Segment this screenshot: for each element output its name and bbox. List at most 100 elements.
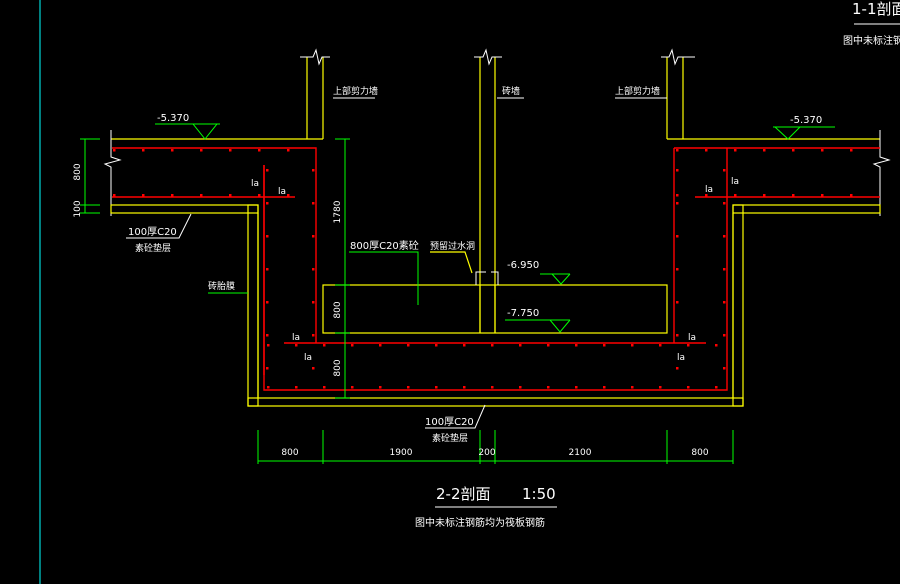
label-upper-shear-wall-left: 上部剪力墙: [333, 85, 378, 97]
rebar-dot: [575, 344, 578, 347]
label-fill-concrete: 800厚C20素砼: [350, 239, 419, 252]
rebar-dot: [312, 367, 315, 370]
scale-label: 1:50: [522, 485, 556, 503]
rebar-dot: [229, 149, 232, 152]
rebar-dot: [266, 202, 269, 205]
pit-outline: [257, 213, 734, 398]
rebar-dot: [676, 235, 679, 238]
rebar-dot: [407, 344, 410, 347]
rebar-dot: [295, 344, 298, 347]
rebar-dot: [547, 344, 550, 347]
rebar-dot: [266, 268, 269, 271]
rebar-dot: [312, 301, 315, 304]
rebar-dot: [463, 344, 466, 347]
rebar-dot: [312, 169, 315, 172]
label-brick-mold: 砖胎膜: [208, 280, 235, 292]
drain-hole: [475, 271, 499, 285]
elev-right: -5.370: [790, 115, 822, 126]
rebar-dot: [519, 344, 522, 347]
rebar-dot: [142, 194, 145, 197]
dim-2100: 2100: [569, 448, 592, 458]
rebar: [112, 147, 880, 391]
label-la: la: [731, 177, 739, 187]
section-note: 图中未标注钢筋均为筏板钢筋: [415, 516, 545, 529]
label-la: la: [688, 333, 696, 343]
rebar-dot: [659, 386, 662, 389]
rebar-dot: [258, 149, 261, 152]
rebar-dot: [676, 169, 679, 172]
rebar-dot: [312, 334, 315, 337]
rebar-dot: [295, 386, 298, 389]
upper-walls: [300, 48, 695, 333]
rebar-dot: [171, 149, 174, 152]
rebar-dot: [676, 367, 679, 370]
left-cushion: [110, 204, 259, 214]
rebar-dot: [435, 386, 438, 389]
rebar-dot: [723, 202, 726, 205]
dim-200: 200: [478, 448, 495, 458]
rebar-dot: [763, 149, 766, 152]
label-drain-hole: 预留过水洞: [430, 240, 475, 252]
dim-fill-800: 800: [333, 301, 343, 318]
rebar-dot: [266, 169, 269, 172]
dim-800-left: 800: [281, 448, 298, 458]
rebar-dot: [715, 344, 718, 347]
rebar-dot: [407, 386, 410, 389]
rebar-dot: [200, 194, 203, 197]
rebar-dot: [850, 194, 853, 197]
dim-left-slab: 800: [73, 163, 83, 180]
section-note-1-1: 图中未标注钢筋: [843, 34, 900, 47]
rebar-dot: [705, 149, 708, 152]
dimension-lines: [80, 97, 835, 464]
rebar-dot: [266, 301, 269, 304]
elev-bottom: -7.750: [507, 308, 539, 319]
rebar-dot: [200, 149, 203, 152]
rebar-dot: [631, 386, 634, 389]
left-brick-mold: [247, 204, 259, 407]
label-la: la: [304, 353, 312, 363]
rebar-dot: [287, 149, 290, 152]
rebar-dot: [142, 149, 145, 152]
rebar-dot: [379, 386, 382, 389]
rebar-dot: [676, 149, 679, 152]
rebar-dot: [734, 194, 737, 197]
rebar-dot: [491, 386, 494, 389]
label-cushion-bottom-1: 100厚C20: [425, 416, 474, 428]
rebar-dot: [659, 344, 662, 347]
rebar-dot: [267, 344, 270, 347]
label-cushion-left-1: 100厚C20: [128, 226, 177, 238]
rebar-dot: [312, 202, 315, 205]
rebar-dot: [723, 301, 726, 304]
dim-800-right: 800: [691, 448, 708, 458]
rebar-dot: [229, 194, 232, 197]
rebar-dot: [323, 344, 326, 347]
rebar-dot: [351, 386, 354, 389]
rebar-dot: [435, 344, 438, 347]
rebar-dot: [171, 194, 174, 197]
label-cushion-left-2: 素砼垫层: [135, 242, 171, 254]
rebar-dot: [792, 194, 795, 197]
rebar-dot: [266, 367, 269, 370]
right-cushion: [732, 204, 881, 214]
rebar-dot: [723, 268, 726, 271]
rebar-dot: [603, 344, 606, 347]
rebar-dot: [676, 202, 679, 205]
rebar-dot: [676, 194, 679, 197]
label-brick-wall: 砖墙: [502, 85, 520, 97]
rebar-dot: [723, 235, 726, 238]
rebar-dot: [287, 194, 290, 197]
rebar-dot: [792, 149, 795, 152]
rebar-dot: [258, 194, 261, 197]
rebar-dot: [113, 149, 116, 152]
rebar-dot: [266, 235, 269, 238]
rebar-dot: [676, 301, 679, 304]
rebar-dot: [113, 194, 116, 197]
dim-1780: 1780: [333, 200, 343, 223]
rebar-dot: [547, 386, 550, 389]
rebar-dot: [850, 149, 853, 152]
rebar-dot: [266, 334, 269, 337]
dim-raft-800: 800: [333, 359, 343, 376]
bottom-cushion: [247, 397, 744, 407]
rebar-dot: [676, 268, 679, 271]
